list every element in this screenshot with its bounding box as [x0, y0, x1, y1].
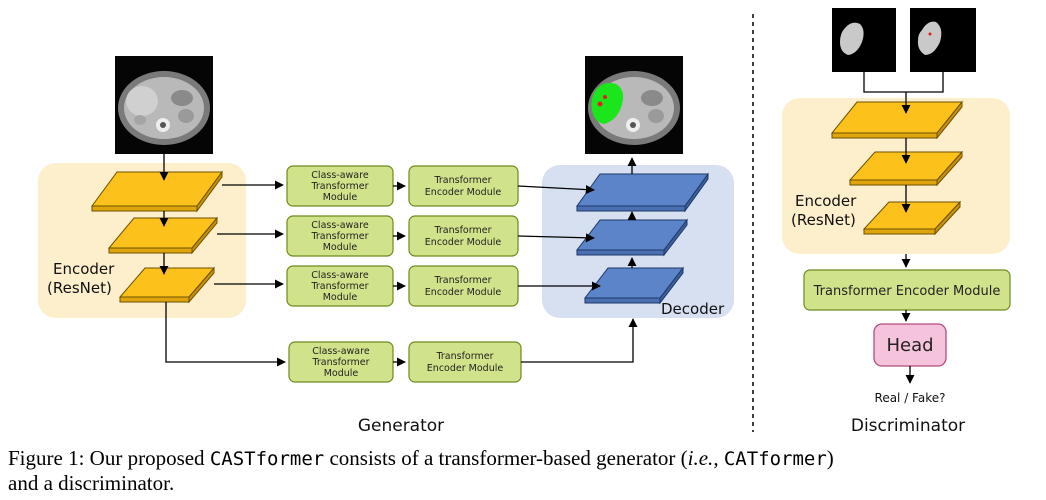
svg-text:Encoder Module: Encoder Module [425, 237, 502, 248]
svg-text:Transformer Encoder Module: Transformer Encoder Module [813, 284, 1001, 299]
disc-encoder-label: Encoder [795, 192, 857, 210]
disc-encoder-layer-2 [848, 150, 964, 187]
svg-text:Class-aware: Class-aware [311, 170, 369, 181]
svg-text:Module: Module [324, 368, 359, 379]
encoder-layer-2 [107, 216, 219, 255]
class-aware-module-2: Class-aware Transformer Module [286, 215, 394, 257]
disc-encoder-label-resnet: (ResNet) [791, 211, 856, 229]
transformer-encoder-module-1: Transformer Encoder Module [408, 165, 519, 207]
ct-output-segmentation-image [585, 56, 683, 154]
decoder-layer-2 [575, 218, 689, 257]
decoder-layer-1 [576, 172, 709, 213]
generator-arrows [159, 154, 638, 367]
transformer-encoder-module-2: Transformer Encoder Module [408, 215, 519, 257]
svg-text:Class-aware: Class-aware [312, 346, 370, 357]
transformer-encoder-module-4: Transformer Encoder Module [408, 341, 522, 383]
encoder-label-resnet: (ResNet) [47, 279, 112, 297]
svg-text:Transformer: Transformer [310, 181, 368, 192]
svg-text:Class-aware: Class-aware [311, 270, 369, 281]
disc-transformer-encoder-module: Transformer Encoder Module [803, 269, 1011, 311]
decoder-layer-3 [583, 266, 685, 305]
svg-text:Transformer: Transformer [311, 357, 369, 368]
svg-text:Encoder Module: Encoder Module [427, 363, 504, 374]
class-aware-module-1: Class-aware Transformer Module [286, 165, 394, 207]
disc-encoder-layer-1 [830, 100, 964, 140]
decoder-label: Decoder [661, 300, 725, 318]
svg-text:Transformer: Transformer [310, 281, 368, 292]
ct-input-image [115, 56, 213, 154]
discriminator-title: Discriminator [851, 416, 965, 436]
encoder-layer-1 [91, 170, 223, 213]
disc-head: Head [873, 323, 947, 367]
disc-input-mask-2 [910, 8, 976, 72]
disc-encoder-layer-3 [862, 200, 962, 236]
svg-text:Encoder Module: Encoder Module [425, 187, 502, 198]
figure-caption: Figure 1: Our proposed CASTformer consis… [8, 446, 834, 495]
svg-text:Module: Module [323, 192, 358, 203]
svg-text:Head: Head [886, 335, 933, 356]
class-aware-module-4: Class-aware Transformer Module [288, 341, 394, 383]
svg-text:Module: Module [323, 242, 358, 253]
class-aware-module-3: Class-aware Transformer Module [286, 265, 394, 307]
svg-text:Encoder Module: Encoder Module [425, 287, 502, 298]
svg-text:Transformer: Transformer [435, 351, 493, 362]
svg-text:Class-aware: Class-aware [311, 220, 369, 231]
real-fake-label: Real / Fake? [875, 391, 946, 405]
encoder-label: Encoder [53, 260, 115, 278]
svg-text:Transformer: Transformer [433, 275, 491, 286]
svg-text:Transformer: Transformer [433, 175, 491, 186]
encoder-layer-3 [118, 266, 216, 304]
discriminator-arrows [863, 72, 944, 384]
svg-text:Transformer: Transformer [310, 231, 368, 242]
svg-text:Transformer: Transformer [433, 225, 491, 236]
generator-title: Generator [358, 416, 444, 436]
svg-text:Module: Module [323, 292, 358, 303]
transformer-encoder-module-3: Transformer Encoder Module [408, 265, 519, 307]
disc-input-mask-1 [832, 8, 896, 72]
